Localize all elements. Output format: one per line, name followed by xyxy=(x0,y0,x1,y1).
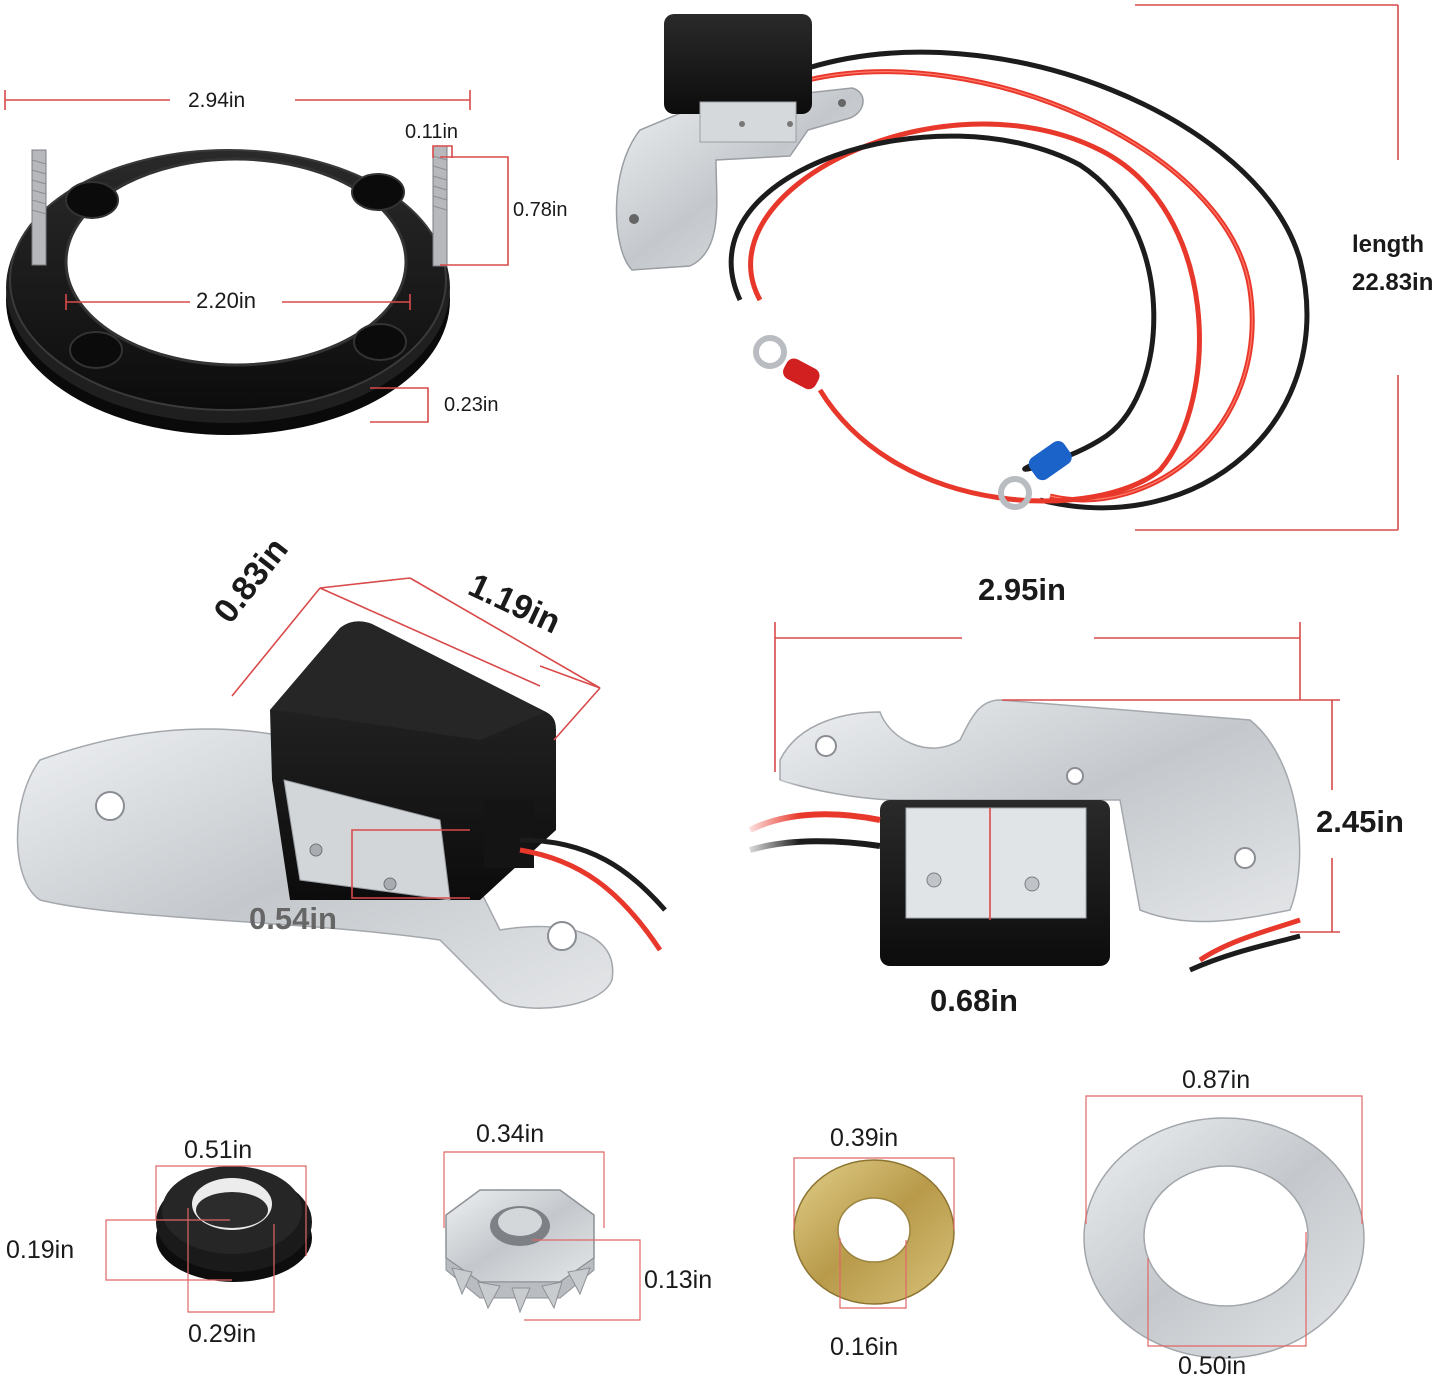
module-bracket-dimensions xyxy=(774,622,1340,933)
bracket-width-label: 2.95in xyxy=(978,572,1066,607)
wire-harness-dimension xyxy=(1135,4,1399,531)
module-bracket-height-label: 0.54in xyxy=(249,901,337,936)
wire-harness xyxy=(615,14,1310,511)
small-washer xyxy=(793,1159,955,1305)
module-side-dimensions xyxy=(231,577,601,899)
small-washer-dimensions xyxy=(793,1157,955,1309)
large-washer-inner-label: 0.50in xyxy=(1178,1352,1247,1380)
mounting-ring xyxy=(6,145,450,435)
module-bracket-view xyxy=(740,699,1301,973)
small-washer-outer-label: 0.39in xyxy=(830,1124,899,1152)
ring-stud-width-label: 0.11in xyxy=(405,121,459,143)
bracket-module-width-label: 0.68in xyxy=(930,983,1018,1018)
grommet-height-label: 0.19in xyxy=(6,1236,75,1264)
small-washer-inner-label: 0.16in xyxy=(830,1333,899,1361)
grommet-outer-label: 0.51in xyxy=(184,1136,253,1164)
harness-length-value: 22.83in xyxy=(1352,269,1434,296)
ring-inner-diameter-label: 2.20in xyxy=(196,288,256,313)
large-washer xyxy=(1083,1117,1365,1359)
module-side-view xyxy=(0,621,667,1020)
bracket-height-label: 2.45in xyxy=(1316,804,1404,839)
grommet-inner-label: 0.29in xyxy=(188,1320,257,1348)
nut-width-label: 0.34in xyxy=(476,1120,545,1148)
large-washer-dimensions xyxy=(1085,1095,1363,1347)
ring-thickness-label: 0.23in xyxy=(444,394,499,416)
mounting-ring-dimensions xyxy=(4,90,509,423)
grommet-dimensions xyxy=(105,1165,307,1313)
ring-outer-diameter-label: 2.94in xyxy=(188,89,246,112)
lock-nut-dimensions xyxy=(443,1151,641,1321)
nut-thread-label: 0.13in xyxy=(644,1266,713,1294)
lock-nut xyxy=(445,1189,595,1314)
grommet xyxy=(156,1166,312,1282)
large-washer-outer-label: 0.87in xyxy=(1182,1066,1251,1094)
harness-length-title: length xyxy=(1352,231,1424,258)
ring-stud-height-label: 0.78in xyxy=(513,199,568,221)
